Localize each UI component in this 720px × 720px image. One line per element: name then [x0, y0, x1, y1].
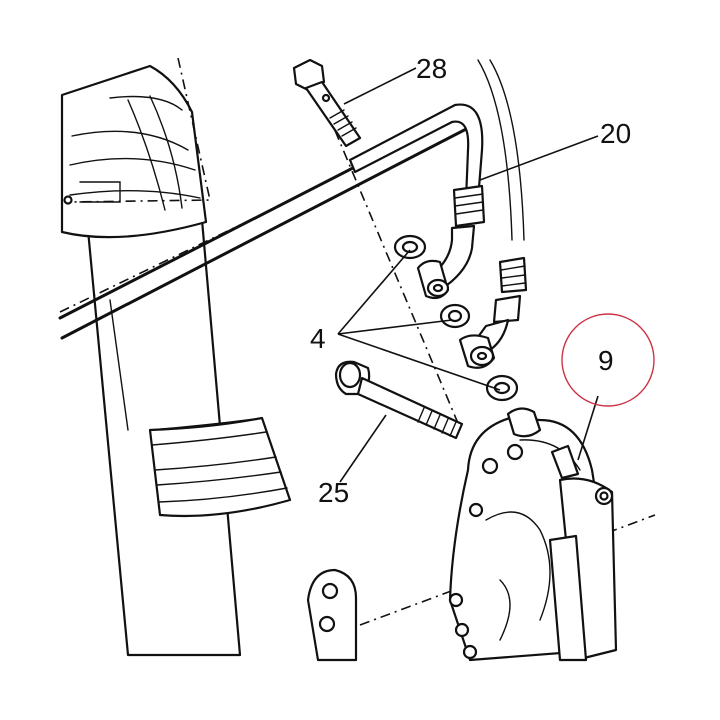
handlebar-clamp [60, 64, 208, 239]
callout-9: 9 [598, 345, 614, 376]
sealing-washers-4 [393, 234, 519, 402]
fork-tube [86, 218, 292, 657]
callout-28: 28 [416, 53, 447, 84]
callout-4: 4 [310, 323, 326, 354]
brake-hose [348, 103, 486, 292]
banjo-bolt-28 [292, 58, 362, 148]
mounting-bolt-25 [334, 360, 464, 440]
brake-caliper-9 [448, 407, 618, 662]
brake-line-secondary [468, 59, 528, 352]
fork-lower-lug [306, 568, 358, 662]
callout-25: 25 [318, 477, 349, 508]
leader-lines [337, 67, 599, 483]
banjo-fittings [416, 259, 496, 369]
highlight-circle [561, 313, 655, 407]
callout-20: 20 [600, 118, 631, 149]
